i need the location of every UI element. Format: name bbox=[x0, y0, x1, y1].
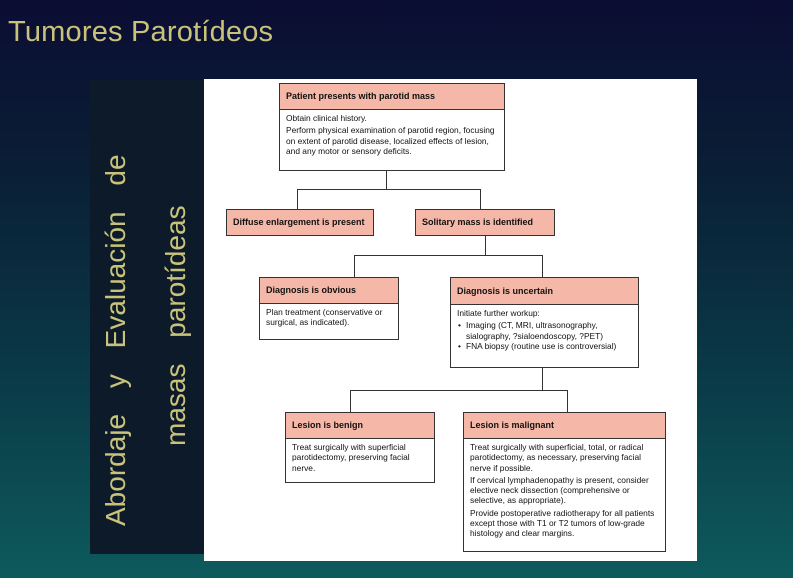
vertical-text-approach: Abordaje y Evaluación de bbox=[100, 154, 131, 526]
uncertain-header: Diagnosis is uncertain bbox=[451, 278, 638, 305]
connector bbox=[567, 390, 568, 412]
start-line: Obtain clinical history. bbox=[286, 113, 367, 123]
start-box: Patient presents with parotid mass Obtai… bbox=[279, 83, 505, 171]
side-panel bbox=[90, 80, 204, 554]
benign-line: Treat surgically with superficial paroti… bbox=[292, 442, 410, 473]
malignant-line: Treat surgically with superficial, total… bbox=[470, 442, 644, 473]
connector bbox=[297, 189, 298, 209]
uncertain-bullet: FNA biopsy (routine use is controversial… bbox=[458, 341, 632, 352]
connector bbox=[386, 171, 387, 189]
uncertain-bullet: Imaging (CT, MRI, ultrasonography, sialo… bbox=[458, 320, 632, 341]
connector bbox=[542, 368, 543, 390]
uncertain-box: Diagnosis is uncertain Initiate further … bbox=[450, 277, 639, 368]
slide-title: Tumores Parotídeos bbox=[8, 16, 274, 48]
connector bbox=[350, 390, 568, 391]
connector bbox=[354, 255, 543, 256]
benign-header: Lesion is benign bbox=[286, 413, 434, 439]
benign-box: Lesion is benign Treat surgically with s… bbox=[285, 412, 435, 483]
diffuse-header: Diffuse enlargement is present bbox=[227, 210, 373, 235]
obvious-box: Diagnosis is obvious Plan treatment (con… bbox=[259, 277, 399, 340]
connector bbox=[542, 255, 543, 277]
vertical-text-masses: masas parotídeas bbox=[160, 205, 191, 446]
diffuse-box: Diffuse enlargement is present bbox=[226, 209, 374, 236]
solitary-header: Solitary mass is identified bbox=[416, 210, 554, 235]
obvious-line: Plan treatment (conservative or surgical… bbox=[266, 307, 383, 328]
start-header: Patient presents with parotid mass bbox=[280, 84, 504, 110]
connector bbox=[354, 255, 355, 277]
malignant-box: Lesion is malignant Treat surgically wit… bbox=[463, 412, 666, 552]
flowchart: Patient presents with parotid mass Obtai… bbox=[204, 79, 697, 561]
malignant-line: Provide postoperative radiotherapy for a… bbox=[470, 507, 655, 539]
solitary-box: Solitary mass is identified bbox=[415, 209, 555, 236]
connector bbox=[485, 236, 486, 255]
connector bbox=[350, 390, 351, 412]
obvious-header: Diagnosis is obvious bbox=[260, 278, 398, 304]
uncertain-intro: Initiate further workup: bbox=[457, 308, 540, 318]
malignant-line: If cervical lymphadenopathy is present, … bbox=[470, 474, 649, 506]
connector bbox=[297, 189, 481, 190]
start-line: Perform physical examination of parotid … bbox=[286, 125, 495, 156]
connector bbox=[480, 189, 481, 209]
malignant-header: Lesion is malignant bbox=[464, 413, 665, 439]
